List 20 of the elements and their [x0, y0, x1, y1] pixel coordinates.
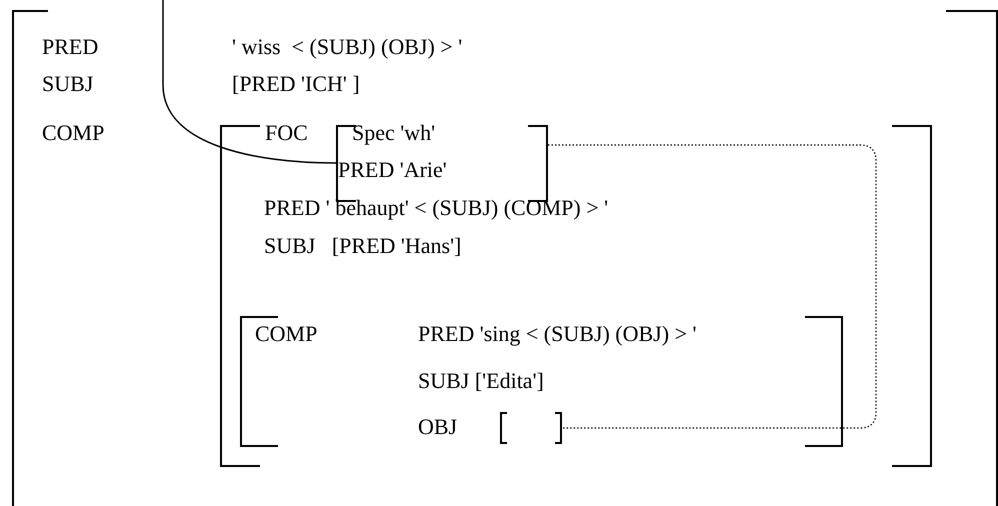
feature-text: ' wiss < (SUBJ) (OBJ) > ': [232, 34, 462, 60]
empty-brackets: [500, 412, 562, 444]
feature-text: PRED ' behaupt' < (SUBJ) (COMP) > ': [264, 195, 608, 221]
feature-text: [PRED 'ICH' ]: [232, 71, 360, 97]
feature-text: SUBJ: [42, 71, 94, 97]
attribute-value-matrix: [220, 125, 932, 467]
attribute-value-matrix: [240, 316, 843, 447]
feature-text: COMP: [255, 321, 318, 347]
feature-text: SUBJ [PRED 'Hans']: [264, 233, 462, 259]
attribute-value-matrix: [12, 10, 998, 506]
feature-text: FOC: [265, 120, 308, 146]
feature-text: OBJ: [418, 414, 458, 440]
feature-text: COMP: [42, 120, 104, 146]
link-line: [162, 0, 336, 164]
feature-text: PRED 'Arie': [338, 157, 447, 183]
feature-text: PRED 'sing < (SUBJ) (OBJ) > ': [418, 321, 696, 347]
dotted-link-line: [548, 144, 877, 429]
feature-text: Spec 'wh': [352, 120, 436, 146]
feature-text: SUBJ ['Edita']: [418, 368, 544, 394]
feature-text: PRED: [42, 34, 98, 60]
